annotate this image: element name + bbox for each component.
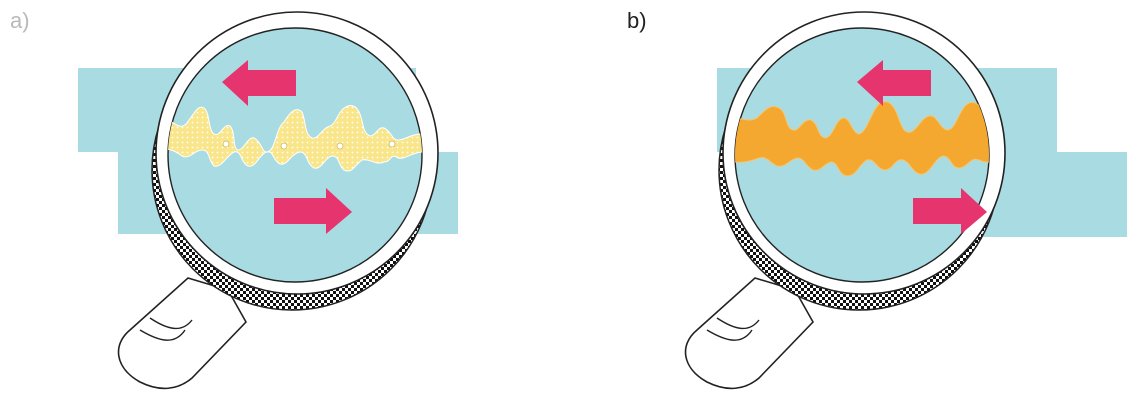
magnifier-diagram-a [78, 11, 458, 390]
magnifier-handle [684, 277, 814, 390]
panel-b: b) [567, 0, 1133, 401]
panel-label-a: a) [10, 8, 30, 33]
arrow-left-icon [857, 60, 931, 106]
interface-contact-zone [735, 101, 989, 177]
interface-contact-zone [168, 105, 422, 172]
magnifier-diagram-b [684, 11, 1127, 390]
panel-a: a) [0, 0, 566, 401]
arrow-right-icon [913, 188, 987, 234]
magnifier-handle [117, 277, 247, 390]
lens [167, 27, 423, 283]
arrow-right-icon [274, 188, 352, 234]
panel-label-b: b) [627, 8, 647, 33]
arrow-left-icon [222, 60, 296, 106]
